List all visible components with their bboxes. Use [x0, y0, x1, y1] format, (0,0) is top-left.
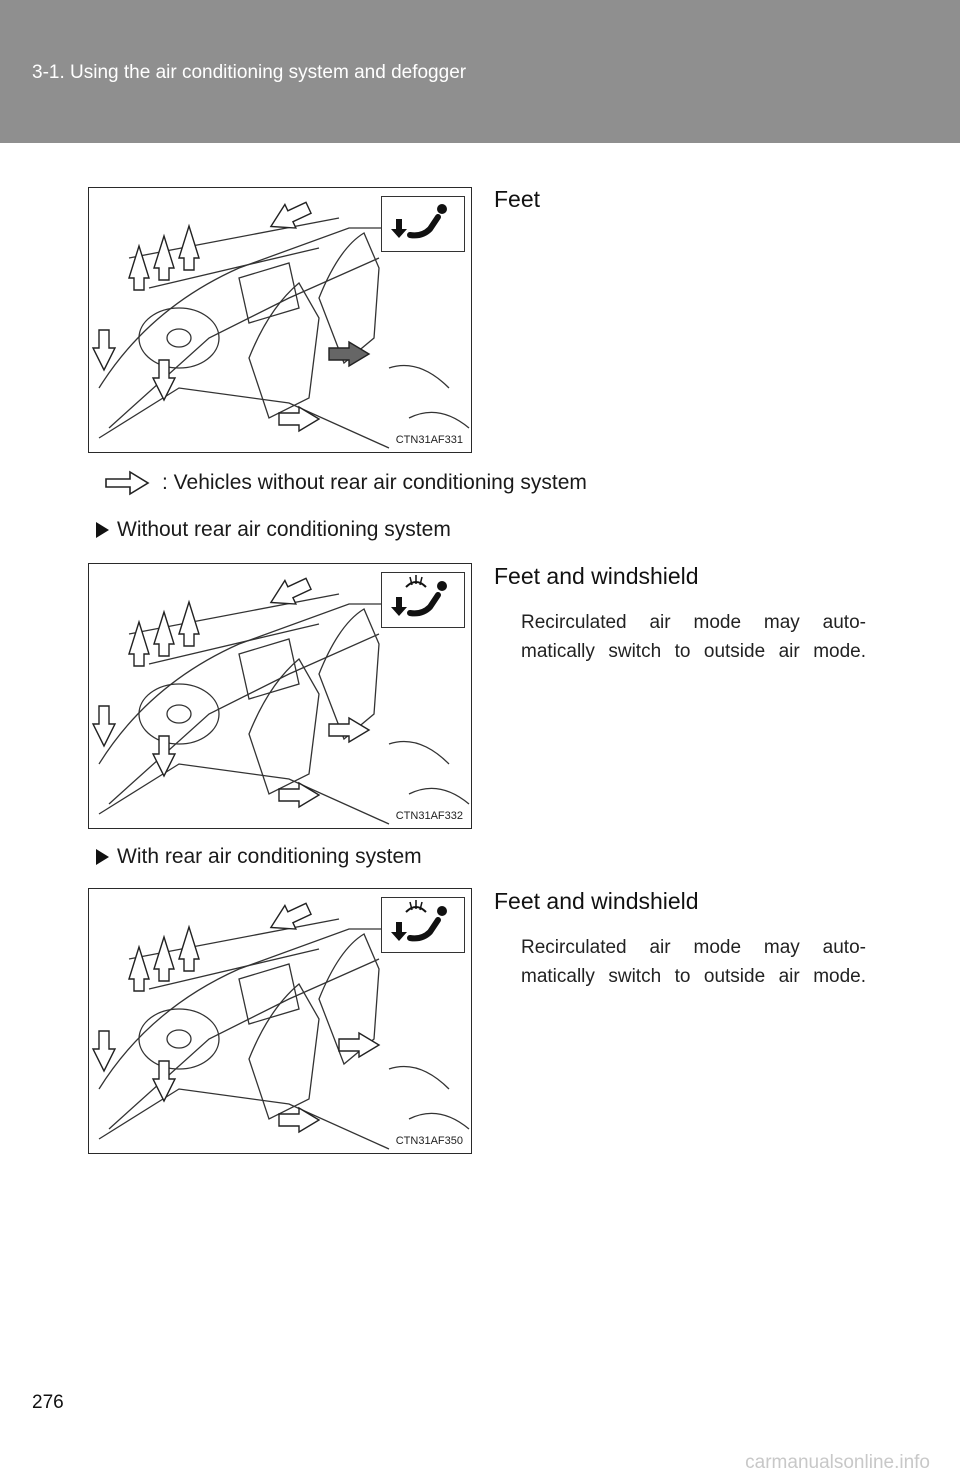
- note-recirculated-air: Recirculated air mode may auto-matically…: [521, 612, 866, 662]
- section-without-rear-ac: Without rear air conditioning system: [96, 518, 451, 542]
- legend: : Vehicles without rear air conditioning…: [104, 470, 587, 496]
- outline-arrow-icon: [105, 470, 150, 496]
- caption-feet-windshield-rear: Feet and windshield: [494, 888, 699, 914]
- feet-windshield-airflow-icon: [381, 897, 465, 953]
- right-triangle-icon: [96, 522, 109, 538]
- page-header: 3-1. Using the air conditioning system a…: [0, 0, 960, 143]
- watermark: carmanualsonline.info: [745, 1452, 930, 1473]
- note-recirculated-air-rear: Recirculated air mode may auto-matically…: [521, 937, 866, 987]
- right-triangle-icon: [96, 849, 109, 865]
- figure-code: CTN31AF331: [395, 434, 463, 446]
- cabin-airflow-illustration: [91, 902, 470, 1150]
- section-label: Without rear air conditioning system: [117, 518, 451, 541]
- illustration-feet-windshield-rear: CTN31AF350: [88, 888, 472, 1154]
- feet-windshield-airflow-icon: [381, 572, 465, 628]
- illustration-feet-windshield: CTN31AF332: [88, 563, 472, 829]
- header-title: 3-1. Using the air conditioning system a…: [32, 62, 467, 83]
- section-with-rear-ac: With rear air conditioning system: [96, 845, 422, 869]
- page-number: 276: [32, 1392, 64, 1413]
- cabin-airflow-illustration: [91, 577, 470, 825]
- legend-text: : Vehicles without rear air conditioning…: [162, 471, 587, 494]
- feet-airflow-icon: [381, 196, 465, 252]
- cabin-airflow-illustration: [91, 201, 470, 449]
- caption-feet: Feet: [494, 186, 541, 212]
- figure-code: CTN31AF332: [395, 810, 463, 822]
- illustration-feet: CTN31AF331: [88, 187, 472, 453]
- caption-feet-windshield: Feet and windshield: [494, 563, 699, 589]
- figure-code: CTN31AF350: [395, 1135, 463, 1147]
- section-label: With rear air conditioning system: [117, 845, 422, 868]
